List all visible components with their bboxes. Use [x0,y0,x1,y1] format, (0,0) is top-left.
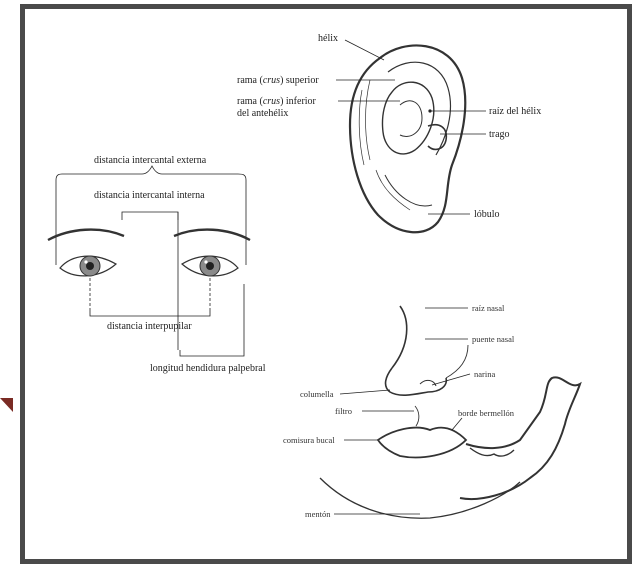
outer-canthal-brace [56,166,246,180]
columella-leader [340,390,390,394]
right-eye [174,230,250,276]
philtrum-label: filtro [335,406,352,416]
nostril-label: narina [474,369,495,379]
inner-canthal-bracket [122,212,178,220]
nasal-bridge-label: puente nasal [472,334,515,344]
vermilion-label: borde bermellón [458,408,515,418]
helix-leader [345,40,384,60]
chin-label: mentón [305,509,331,519]
nasal-root-label: raíz nasal [472,303,505,313]
tragus-label: trago [489,129,510,140]
columella-label: columella [300,389,334,399]
crus-inferior-label-line2: del antehélix [237,108,288,119]
nostril-leader [432,374,470,385]
vermilion-leader [452,418,462,430]
interpupillary-bracket [90,308,210,316]
face-drawing [320,306,580,518]
helix-label: hélix [318,33,338,44]
interpupillary-label: distancia interpupilar [107,321,192,332]
crus-superior-label: rama (crus) superior [237,75,319,86]
outer-canthal-label: distancia intercantal externa [94,155,207,166]
palpebral-bracket [180,350,244,356]
crus-inferior-label: rama (crus) inferior [237,96,317,107]
lobule-label: lóbulo [474,209,500,220]
palpebral-label: longitud hendidura palpebral [150,363,266,374]
left-eye [48,230,124,276]
oral-commissure-label: comisura bucal [283,435,335,445]
inner-canthal-label: distancia intercantal interna [94,190,205,201]
helix-root-label: raíz del hélix [489,106,541,117]
ear-drawing [350,45,465,232]
helix-root-dot [428,109,431,112]
